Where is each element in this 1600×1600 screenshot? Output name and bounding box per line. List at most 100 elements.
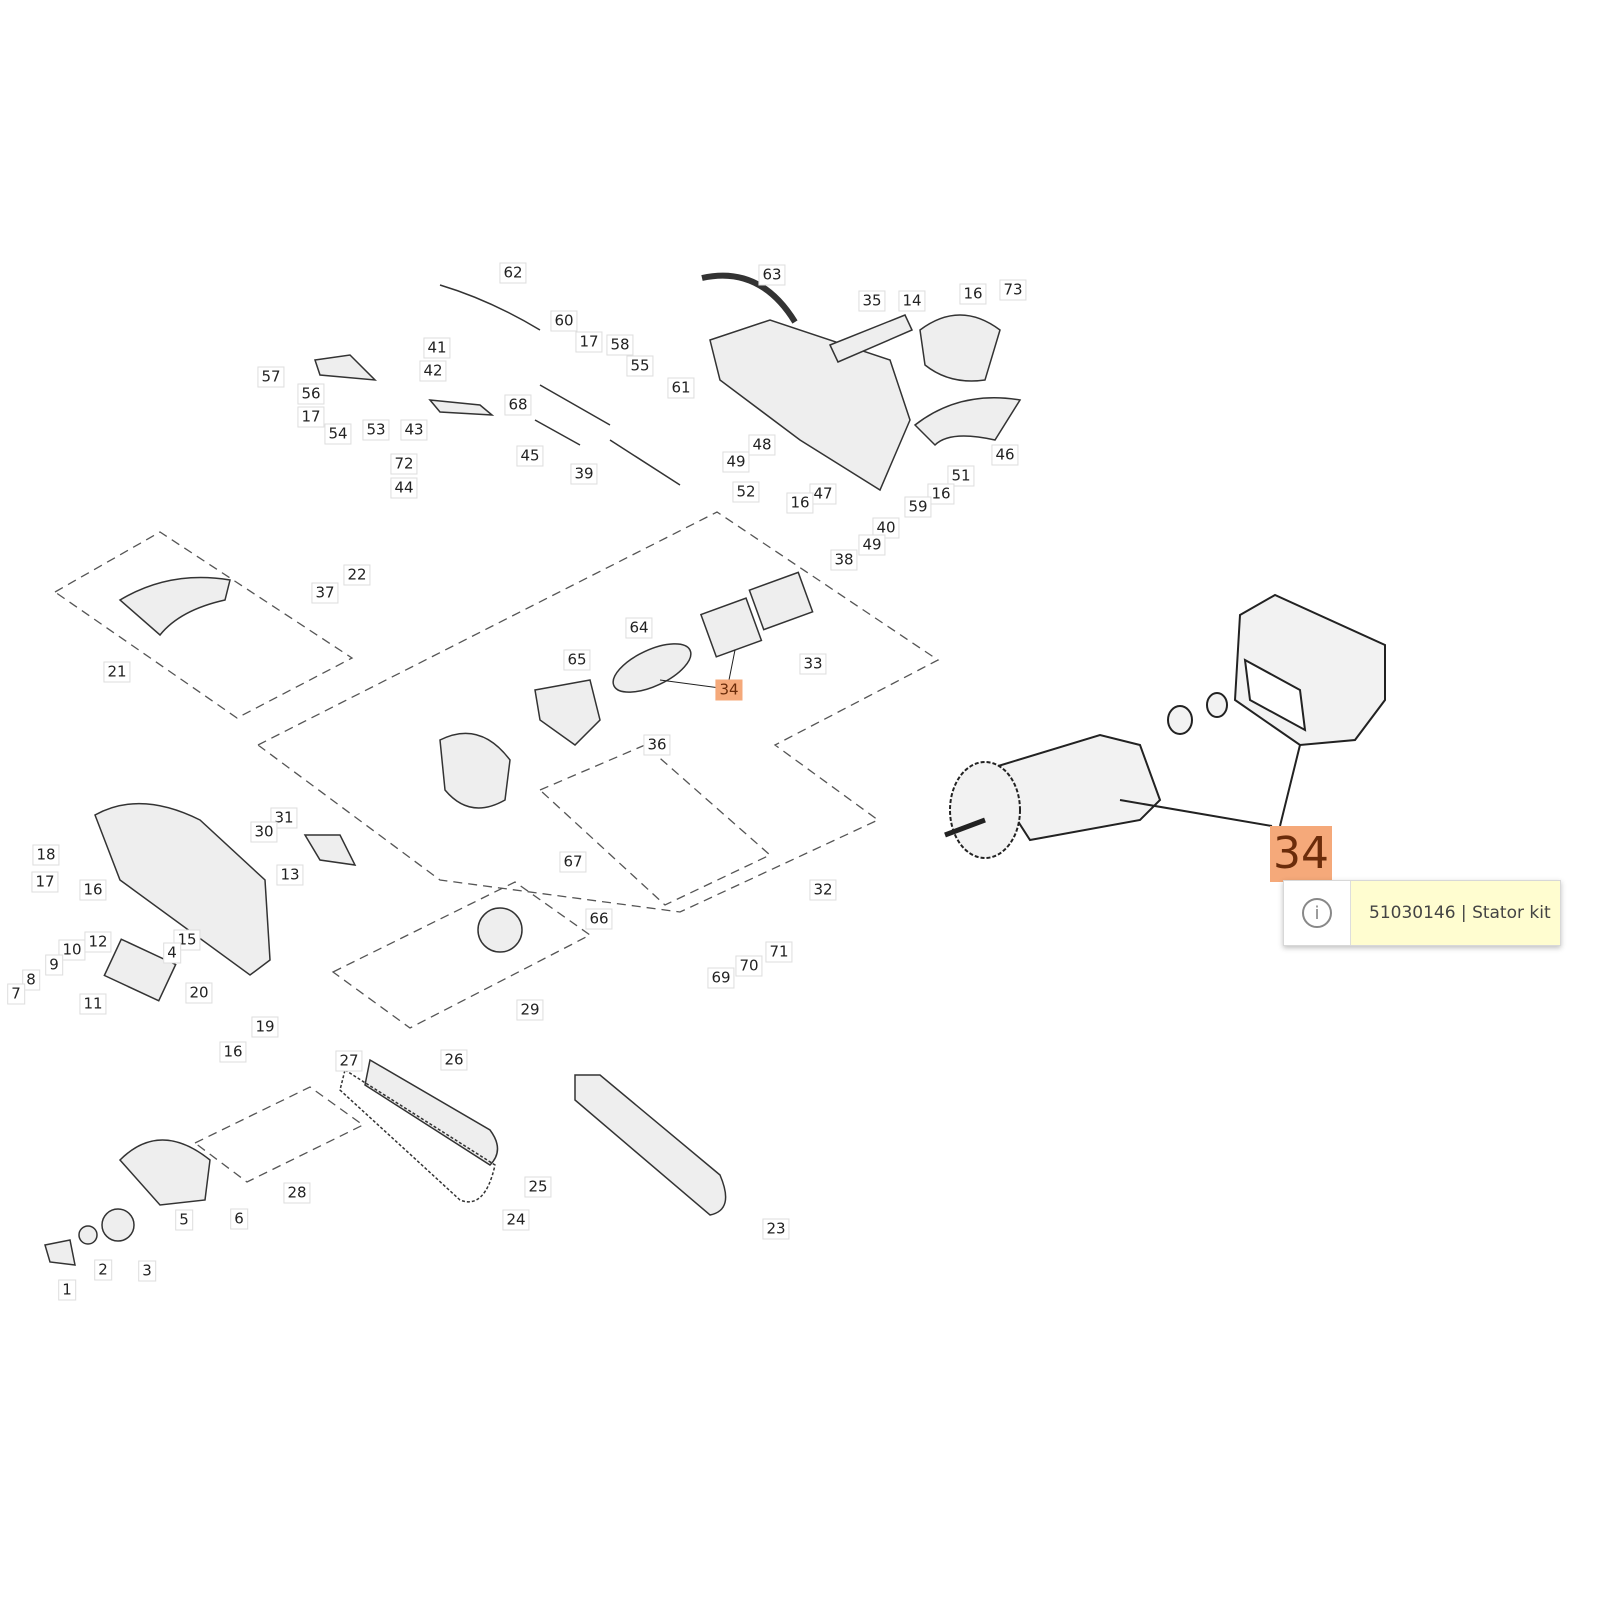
part-label-5[interactable]: 5 — [175, 1209, 193, 1231]
part-label-59[interactable]: 59 — [904, 496, 932, 518]
handle-strip-63 — [701, 272, 798, 324]
part-label-20[interactable]: 20 — [185, 982, 213, 1004]
part-label-38[interactable]: 38 — [830, 549, 858, 571]
part-label-64[interactable]: 64 — [625, 617, 653, 639]
part-label-48[interactable]: 48 — [748, 434, 776, 456]
part-label-57[interactable]: 57 — [257, 366, 285, 388]
part-label-21[interactable]: 21 — [103, 661, 131, 683]
part-label-65[interactable]: 65 — [563, 649, 591, 671]
info-icon-cell: i — [1284, 881, 1351, 945]
info-icon[interactable]: i — [1302, 898, 1332, 928]
part-label-71[interactable]: 71 — [765, 941, 793, 963]
part-label-42[interactable]: 42 — [419, 360, 447, 382]
part-label-49[interactable]: 49 — [858, 534, 886, 556]
part-label-36[interactable]: 36 — [643, 734, 671, 756]
part-label-18[interactable]: 18 — [32, 844, 60, 866]
part-label-4[interactable]: 4 — [163, 942, 181, 964]
part-label-16[interactable]: 16 — [219, 1041, 247, 1063]
sprocket-cover-6 — [118, 1139, 211, 1206]
part-label-68[interactable]: 68 — [504, 394, 532, 416]
cover-21 — [118, 576, 231, 637]
part-label-41[interactable]: 41 — [423, 337, 451, 359]
part-label-15[interactable]: 15 — [173, 929, 201, 951]
part-label-54[interactable]: 54 — [324, 423, 352, 445]
part-label-28[interactable]: 28 — [283, 1182, 311, 1204]
part-label-17[interactable]: 17 — [575, 331, 603, 353]
rod-45 — [534, 419, 581, 446]
part-label-1[interactable]: 1 — [58, 1279, 76, 1301]
part-label-16[interactable]: 16 — [927, 483, 955, 505]
part-label-60[interactable]: 60 — [550, 310, 578, 332]
part-label-2[interactable]: 2 — [94, 1259, 112, 1281]
part-label-24[interactable]: 24 — [502, 1209, 530, 1231]
part-label-46[interactable]: 46 — [991, 444, 1019, 466]
armature-small — [612, 643, 692, 693]
part-label-51[interactable]: 51 — [947, 465, 975, 487]
part-label-61[interactable]: 61 — [667, 377, 695, 399]
part-label-73[interactable]: 73 — [999, 279, 1027, 301]
part-label-7[interactable]: 7 — [7, 983, 25, 1005]
part-label-56[interactable]: 56 — [297, 383, 325, 405]
part-label-10[interactable]: 10 — [58, 939, 86, 961]
bar-25 — [364, 1058, 499, 1166]
fan-cover-65 — [534, 679, 601, 746]
part-label-72[interactable]: 72 — [390, 453, 418, 475]
part-label-30[interactable]: 30 — [250, 821, 278, 843]
part-label-63[interactable]: 63 — [758, 264, 786, 286]
part-label-16[interactable]: 16 — [786, 492, 814, 514]
armature-fan — [949, 761, 1021, 859]
part-label-58[interactable]: 58 — [606, 334, 634, 356]
side-housing-18 — [94, 802, 271, 976]
tooltip-text: 51030146 | Stator kit — [1351, 881, 1560, 945]
part-label-29[interactable]: 29 — [516, 999, 544, 1021]
part-label-33[interactable]: 33 — [799, 653, 827, 675]
part-label-9[interactable]: 9 — [45, 954, 63, 976]
assembly-group-outlines — [53, 511, 940, 1183]
part-tooltip: i 51030146 | Stator kit — [1283, 880, 1561, 946]
part-label-16[interactable]: 16 — [79, 879, 107, 901]
part-label-66[interactable]: 66 — [585, 908, 613, 930]
part-label-14[interactable]: 14 — [898, 290, 926, 312]
part-label-17[interactable]: 17 — [31, 871, 59, 893]
part-label-32[interactable]: 32 — [809, 879, 837, 901]
part-label-22[interactable]: 22 — [343, 564, 371, 586]
part-label-23[interactable]: 23 — [762, 1218, 790, 1240]
part-label-34[interactable]: 34 — [715, 679, 743, 701]
part-label-12[interactable]: 12 — [84, 931, 112, 953]
part-label-37[interactable]: 37 — [311, 582, 339, 604]
part-label-43[interactable]: 43 — [400, 419, 428, 441]
part-label-8[interactable]: 8 — [22, 969, 40, 991]
part-label-55[interactable]: 55 — [626, 355, 654, 377]
part-label-25[interactable]: 25 — [524, 1176, 552, 1198]
part-label-52[interactable]: 52 — [732, 481, 760, 503]
highlighted-callout-34[interactable]: 34 — [1270, 826, 1332, 882]
part-label-17[interactable]: 17 — [297, 406, 325, 428]
part-label-53[interactable]: 53 — [362, 419, 390, 441]
gear-29 — [477, 907, 523, 953]
group-36-outline — [538, 744, 772, 906]
part-label-26[interactable]: 26 — [440, 1049, 468, 1071]
part-label-45[interactable]: 45 — [516, 445, 544, 467]
part-label-49[interactable]: 49 — [722, 451, 750, 473]
part-label-39[interactable]: 39 — [570, 463, 598, 485]
group-29-outline — [331, 881, 592, 1029]
part-label-62[interactable]: 62 — [499, 262, 527, 284]
part-label-40[interactable]: 40 — [872, 517, 900, 539]
part-label-13[interactable]: 13 — [276, 864, 304, 886]
part-label-70[interactable]: 70 — [735, 955, 763, 977]
part-label-67[interactable]: 67 — [559, 851, 587, 873]
part-label-27[interactable]: 27 — [335, 1050, 363, 1072]
part-label-6[interactable]: 6 — [230, 1208, 248, 1230]
part-label-3[interactable]: 3 — [138, 1260, 156, 1282]
part-label-16[interactable]: 16 — [959, 283, 987, 305]
part-label-69[interactable]: 69 — [707, 967, 735, 989]
part-label-44[interactable]: 44 — [390, 477, 418, 499]
part-label-11[interactable]: 11 — [79, 993, 107, 1015]
plate-12 — [103, 938, 177, 1002]
part-label-35[interactable]: 35 — [858, 290, 886, 312]
bearing-washer-1 — [1167, 705, 1193, 735]
part-label-19[interactable]: 19 — [251, 1016, 279, 1038]
group-32-outline — [256, 511, 940, 913]
